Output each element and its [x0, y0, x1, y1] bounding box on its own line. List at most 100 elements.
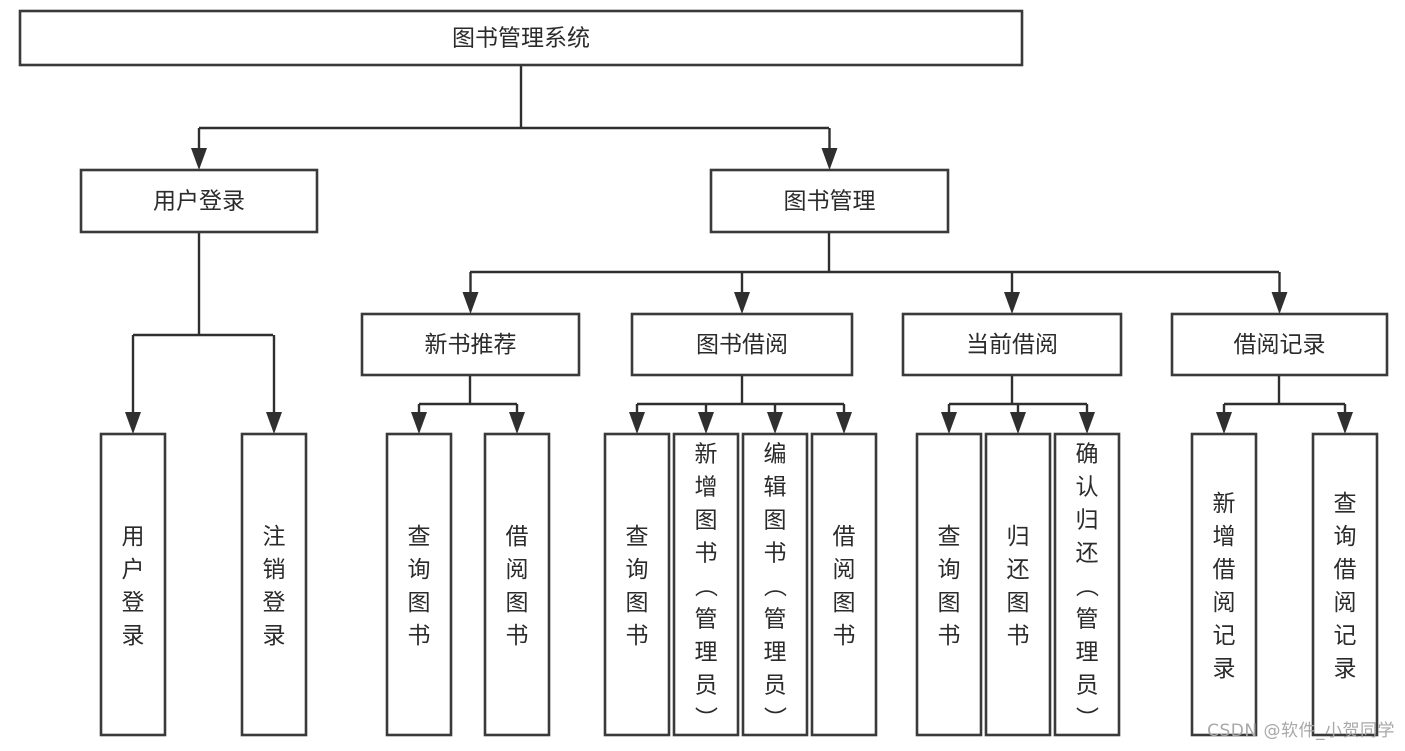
- arrow-head-icon: [767, 412, 783, 434]
- node-label-char: 录: [1334, 656, 1357, 682]
- node-book-manage[interactable]: 图书管理: [709, 168, 950, 234]
- node-label-char: 增: [1213, 524, 1236, 550]
- node-label-char: 新: [1213, 491, 1236, 517]
- node-label-char: 录: [263, 623, 286, 649]
- node-box: [810, 432, 878, 737]
- node-label-char: 管: [695, 607, 718, 633]
- node-current-borrow[interactable]: 当前借阅: [901, 312, 1123, 377]
- arrow-head-icon: [1004, 292, 1020, 314]
- arrow-head-icon: [821, 148, 838, 170]
- node-label-char: 图: [506, 590, 529, 616]
- node-label-char: （: [761, 574, 787, 597]
- node-label-char: 归: [1007, 524, 1030, 550]
- node-label: 借阅记录: [1234, 332, 1326, 358]
- node-box: [672, 432, 740, 737]
- node-box: [901, 312, 1123, 377]
- node-root[interactable]: 图书管理系统: [18, 9, 1024, 67]
- node-label-char: 登: [263, 590, 286, 616]
- node-label-char: ）: [692, 706, 718, 729]
- node-label-char: 图: [833, 590, 856, 616]
- arrow-head-icon: [941, 412, 957, 434]
- arrow-head-icon: [411, 412, 427, 434]
- node-label-char: 书: [695, 541, 718, 567]
- arrow-head-icon: [734, 292, 750, 314]
- node-box: [709, 168, 950, 234]
- node-box: [915, 432, 983, 737]
- node-book-borrow[interactable]: 图书借阅: [630, 312, 854, 377]
- node-box: [240, 432, 308, 737]
- node-box: [630, 312, 854, 377]
- node-label-char: 管: [764, 607, 787, 633]
- node-label-char: 书: [833, 623, 856, 649]
- node-label-char: 新: [695, 442, 718, 468]
- node-box: [99, 432, 167, 737]
- arrowhead-layer: [125, 148, 1353, 434]
- node-borrow-record[interactable]: 借阅记录: [1170, 312, 1389, 377]
- node-label-char: 理: [764, 640, 787, 666]
- arrow-head-icon: [462, 292, 479, 314]
- node-label-char: 借: [1334, 557, 1357, 583]
- node-label-char: 理: [1076, 640, 1099, 666]
- node-label-char: 户: [122, 557, 145, 583]
- arrow-head-icon: [1010, 412, 1026, 434]
- node-label-char: 书: [1007, 623, 1030, 649]
- node-label-char: 图: [938, 590, 961, 616]
- node-box: [483, 432, 551, 737]
- arrow-head-icon: [836, 412, 852, 434]
- node-box: [360, 312, 581, 377]
- node-label-char: 询: [408, 557, 431, 583]
- node-label-char: 借: [1213, 557, 1236, 583]
- node-leaf-user-login[interactable]: 用户登录: [99, 432, 167, 737]
- node-label-char: 录: [1213, 656, 1236, 682]
- node-label-char: 借: [833, 524, 856, 550]
- node-label-char: 询: [1334, 524, 1357, 550]
- node-label-char: 图: [695, 508, 718, 534]
- node-user-login[interactable]: 用户登录: [79, 168, 319, 234]
- node-label-char: 还: [1076, 541, 1099, 567]
- node-label-char: 书: [764, 541, 787, 567]
- node-label-char: 还: [1007, 557, 1030, 583]
- node-label: 图书管理系统: [452, 26, 590, 52]
- node-label-char: 阅: [506, 557, 529, 583]
- node-label-char: 询: [626, 557, 649, 583]
- node-new-book-rec[interactable]: 新书推荐: [360, 312, 581, 377]
- node-label: 当前借阅: [966, 332, 1058, 358]
- node-label-char: 书: [408, 623, 431, 649]
- arrow-head-icon: [509, 412, 525, 434]
- node-box: [741, 432, 809, 737]
- node-label-char: 理: [695, 640, 718, 666]
- node-label-char: 编: [764, 442, 787, 468]
- node-box: [18, 9, 1024, 67]
- node-label-char: （: [1073, 574, 1099, 597]
- node-label-char: 书: [938, 623, 961, 649]
- node-box: [79, 168, 319, 234]
- node-label-char: 注: [263, 524, 286, 550]
- arrow-head-icon: [191, 148, 207, 170]
- node-label-char: 查: [938, 524, 961, 550]
- node-label-char: 用: [122, 524, 145, 550]
- arrow-head-icon: [266, 412, 282, 434]
- arrow-head-icon: [1079, 412, 1095, 434]
- node-label-char: 阅: [833, 557, 856, 583]
- node-label-char: 图: [1007, 590, 1030, 616]
- node-label-char: 查: [626, 524, 649, 550]
- node-label-char: 管: [1076, 607, 1099, 633]
- node-label-char: 登: [122, 590, 145, 616]
- arrow-head-icon: [1271, 292, 1288, 314]
- node-box: [1170, 312, 1389, 377]
- node-layer: 图书管理系统用户登录图书管理新书推荐图书借阅当前借阅借阅记录用户登录注销登录查询…: [18, 9, 1389, 737]
- node-label: 用户登录: [153, 189, 245, 215]
